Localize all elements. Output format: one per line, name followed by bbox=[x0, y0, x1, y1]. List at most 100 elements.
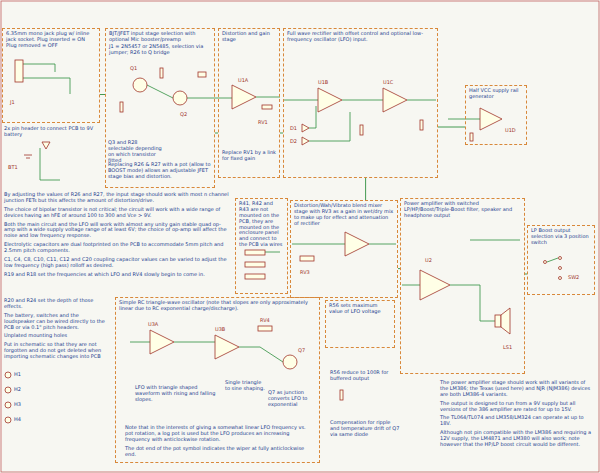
amplifier-symbol bbox=[420, 270, 450, 300]
reference-designator: BT1 bbox=[8, 165, 18, 171]
note-text: Q3 and R28 selectable depending on which… bbox=[108, 140, 163, 164]
switch-contact bbox=[559, 267, 562, 270]
note-text: Q7 as junction converts LFO to exponenti… bbox=[268, 390, 316, 408]
switch-contact bbox=[559, 277, 562, 280]
led-symbol bbox=[42, 142, 50, 149]
note-text: R19 and R18 set the frequencies at which… bbox=[4, 272, 229, 278]
battery-symbol bbox=[24, 155, 32, 156]
mounting-hole bbox=[5, 402, 11, 408]
mounting-hole bbox=[5, 372, 11, 378]
opamp-symbol bbox=[480, 108, 502, 130]
speaker-symbol bbox=[495, 315, 501, 327]
note-text: The dot end of the pot symbol indicates … bbox=[125, 446, 315, 458]
region-heading: R56 sets maximum value of LFO voltage bbox=[329, 303, 391, 315]
note-text: The battery, switches and the loudspeake… bbox=[4, 313, 110, 331]
resistor-symbol bbox=[160, 68, 163, 78]
region-heading: Distortion and gain stage bbox=[222, 31, 276, 43]
region-box: LP Boost output selection via 3 position… bbox=[527, 225, 595, 295]
reference-designator: J1 bbox=[10, 100, 15, 106]
pot-symbol bbox=[300, 256, 314, 261]
region-heading: Distortion/Wah/Vibrato blend mixer stage… bbox=[294, 203, 394, 227]
note-text: Electrolytic capacitors are dual footpri… bbox=[4, 242, 229, 254]
region-heading: BJT/JFET input stage selection with opti… bbox=[109, 31, 211, 43]
diode-symbol bbox=[302, 137, 309, 145]
resistor-symbol bbox=[420, 120, 423, 130]
pot-symbol bbox=[258, 326, 272, 331]
note-text: C1, C4, C8, C10, C11, C12 and C20 coupli… bbox=[4, 257, 229, 269]
reference-designator: U3A bbox=[148, 322, 158, 328]
reference-designator: U3B bbox=[215, 327, 225, 333]
region-box: R41, R42 and R43 are not mounted on the … bbox=[235, 198, 288, 294]
note-text: R56 reduce to 100R for buffered output bbox=[330, 370, 390, 382]
note-text: Single triangle to sine shaping. bbox=[225, 380, 267, 392]
region-heading: Power amplifier with switched LP/HP/Boos… bbox=[404, 201, 521, 219]
hole-label: H2 bbox=[14, 387, 21, 393]
note-text: Put in schematic so that they are not fo… bbox=[4, 342, 110, 360]
resistor-symbol bbox=[360, 125, 363, 135]
note-text: 2x pin header to connect PCB to 9V batte… bbox=[4, 126, 96, 138]
note-text: The output is designed to run from a 9V … bbox=[440, 401, 595, 413]
reference-designator: U1D bbox=[505, 128, 516, 134]
reference-designator: LS1 bbox=[503, 345, 512, 351]
note-text: Compensation for ripple and temperature … bbox=[330, 420, 400, 438]
note-text: LFO with triangle shaped waveform with r… bbox=[135, 385, 220, 403]
opamp-symbol bbox=[150, 330, 174, 354]
region-box: Distortion/Wah/Vibrato blend mixer stage… bbox=[290, 200, 398, 298]
switch-contact bbox=[544, 261, 547, 264]
hole-label: H3 bbox=[14, 402, 21, 408]
hole-label: H1 bbox=[14, 372, 21, 378]
note-text: Replacing R26 & R27 with a pot (allow to… bbox=[108, 162, 212, 180]
hole-label: H4 bbox=[14, 417, 21, 423]
note-text: Although not pin compatible with the LM3… bbox=[440, 430, 595, 448]
region-heading: R41, R42 and R43 are not mounted on the … bbox=[239, 201, 284, 248]
battery-symbol bbox=[26, 158, 30, 159]
region-heading: Half VCC supply rail generator bbox=[469, 88, 523, 100]
region-note: J1 = 2N5457 or 2N5485, selection via jum… bbox=[109, 44, 211, 56]
mounting-hole bbox=[5, 417, 11, 423]
pot-symbol bbox=[245, 262, 265, 267]
note-text: Both the main circuit and the LFO will w… bbox=[4, 222, 229, 240]
opamp-symbol bbox=[215, 335, 239, 359]
reference-designator: D2 bbox=[290, 139, 297, 145]
region-box: Full wave rectifier with offset control … bbox=[283, 28, 438, 178]
note-text: Unplated mounting holes bbox=[4, 333, 110, 339]
region-box: 6.35mm mono jack plug w/ inline jack soc… bbox=[2, 28, 100, 123]
reference-designator: RV3 bbox=[300, 270, 310, 276]
speaker-symbol bbox=[501, 308, 510, 334]
reference-designator: U1B bbox=[318, 80, 328, 86]
signal-wire bbox=[438, 127, 465, 128]
reference-designator: RV4 bbox=[260, 318, 270, 324]
region-heading: 6.35mm mono jack plug w/ inline jack soc… bbox=[6, 31, 96, 49]
reference-designator: U2 bbox=[425, 258, 432, 264]
note-text: The choice of bipolar transistor is not … bbox=[4, 207, 229, 219]
resistor-symbol bbox=[340, 390, 343, 400]
note-text: The TL064/TL074 and LM358/LM324 can oper… bbox=[440, 415, 595, 427]
note-text: The power amplifier stage should work wi… bbox=[440, 380, 595, 398]
opamp-symbol bbox=[383, 88, 407, 112]
region-box: R56 sets maximum value of LFO voltage bbox=[325, 300, 395, 348]
note-text: Replace RV1 by a link for fixed gain bbox=[222, 150, 277, 162]
pot-symbol bbox=[262, 105, 272, 109]
opamp-symbol bbox=[345, 232, 369, 256]
resistor-symbol bbox=[120, 102, 123, 112]
jack-symbol bbox=[15, 60, 23, 82]
transistor-symbol bbox=[283, 355, 297, 369]
transistor-symbol bbox=[133, 78, 147, 92]
jumper-symbol bbox=[198, 72, 206, 77]
reference-designator: SW2 bbox=[568, 275, 579, 281]
mounting-hole bbox=[5, 387, 11, 393]
transistor-symbol bbox=[173, 91, 187, 105]
opamp-symbol bbox=[318, 88, 342, 112]
region-heading: Simple RC triangle-wave oscillator (note… bbox=[119, 300, 316, 312]
opamp-symbol bbox=[232, 85, 256, 109]
diode-symbol bbox=[302, 124, 309, 132]
region-heading: Full wave rectifier with offset control … bbox=[287, 31, 434, 43]
pot-symbol bbox=[245, 274, 265, 279]
reference-designator: RV1 bbox=[258, 120, 268, 126]
switch-contact bbox=[559, 257, 562, 260]
note-text: R20 and R24 set the depth of those effec… bbox=[4, 298, 110, 310]
reference-designator: Q1 bbox=[130, 66, 137, 72]
reference-designator: D1 bbox=[290, 126, 297, 132]
